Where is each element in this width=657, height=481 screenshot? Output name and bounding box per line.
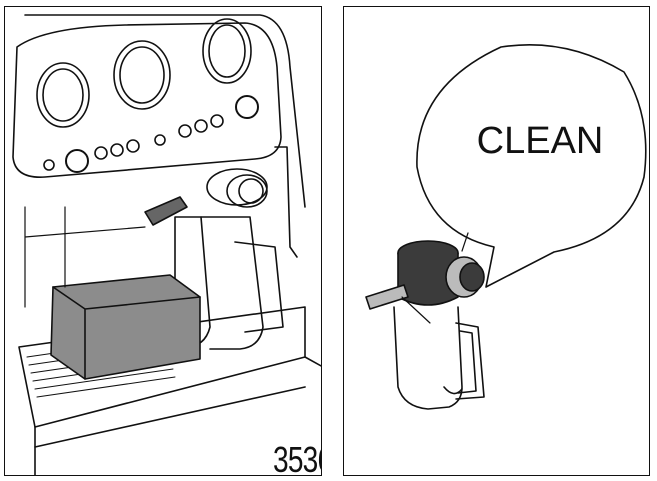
espresso-machine-illustration bbox=[12, 14, 321, 475]
figure-number: 3536 bbox=[273, 439, 321, 476]
portafilter-handle bbox=[365, 284, 409, 310]
gauge-right bbox=[202, 18, 252, 84]
clean-label: CLEAN bbox=[476, 120, 604, 162]
gauge-left bbox=[36, 62, 90, 128]
control-console bbox=[12, 22, 282, 178]
gauge-center bbox=[113, 40, 171, 110]
panel-machine-overview: 3536 bbox=[4, 6, 322, 476]
steam-wand bbox=[274, 146, 298, 258]
jug-handle bbox=[234, 241, 284, 333]
jug-handle bbox=[455, 322, 485, 400]
knob-right bbox=[235, 95, 259, 119]
cleaning-tablet-box bbox=[50, 274, 201, 380]
clean-detail-illustration bbox=[365, 44, 647, 410]
machine-body-outline bbox=[24, 14, 306, 208]
group-head bbox=[206, 168, 268, 206]
portafilter-handle bbox=[144, 196, 188, 226]
knob-left bbox=[65, 149, 89, 173]
speech-bubble bbox=[416, 44, 647, 288]
panel-clean-detail bbox=[343, 6, 650, 476]
